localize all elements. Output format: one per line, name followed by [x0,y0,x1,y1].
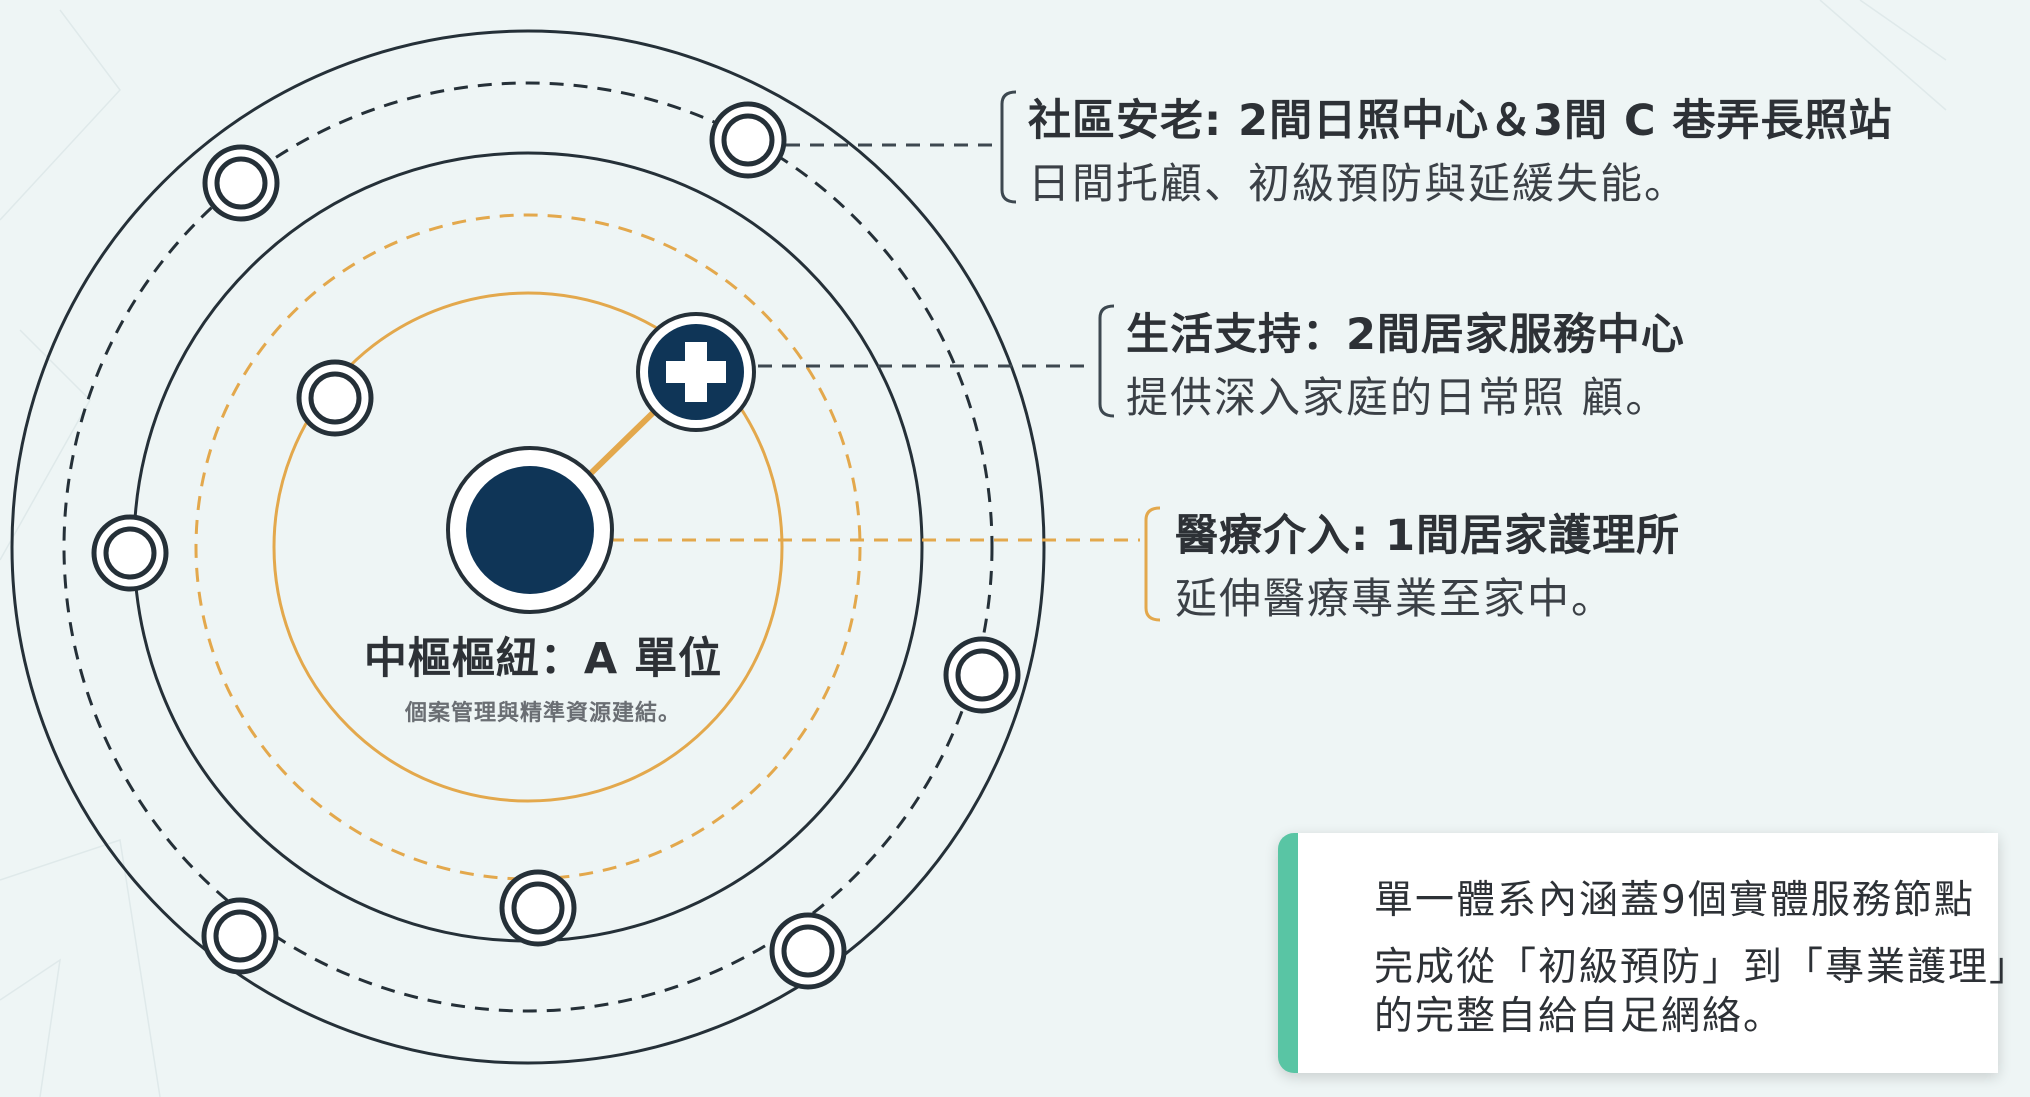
hub-title: 中樞樞紐：A 單位 [363,634,723,684]
life-support-label: 生活支持：2間居家服務中心 提供深入家庭的日常照 顧。 [1126,304,1685,430]
orbit-node[interactable] [769,912,847,990]
orbit-node[interactable] [709,101,787,179]
medical-node[interactable] [636,312,756,432]
background-decoration [0,0,1947,1097]
medical-label: 醫療介入: 1間居家護理所 延伸醫療專業至家中。 [1175,505,1680,631]
community-care-heading: 社區安老: 2間日照中心＆3間 C 巷弄長照站 [1028,96,1893,146]
orbit-nodes [91,101,1021,990]
summary-line-3: 的完整自給自足網絡。 [1374,994,1785,1039]
bracket-community [1000,90,1017,204]
hub-core [466,466,594,594]
orbit-node[interactable] [91,514,169,592]
hub-description: 個案管理與精準資源建結。 [404,701,681,726]
community-care-label: 社區安老: 2間日照中心＆3間 C 巷弄長照站 日間托顧、初級預防與延緩失能。 [1028,90,1893,216]
hub-link [583,403,663,481]
medical-heading: 醫療介入: 1間居家護理所 [1175,511,1681,561]
life-support-description: 提供深入家庭的日常照 顧。 [1126,373,1670,422]
orbit-node[interactable] [296,359,374,437]
plus-icon [666,342,726,402]
bracket-life [1098,304,1115,418]
bracket-medical [1144,506,1161,622]
summary-card: 單一體系內涵蓋9個實體服務節點 完成從「初級預防」到「專業護理」 的完整自給自足… [1278,833,2028,1073]
service-network-diagram [10,29,1161,1065]
orbit-node[interactable] [943,636,1021,714]
gold-ring [272,291,784,803]
summary-line-2: 完成從「初級預防」到「專業護理」 [1374,945,2030,990]
medical-description: 延伸醫療專業至家中。 [1175,574,1616,623]
orbit-node[interactable] [202,144,280,222]
orbit-node[interactable] [201,897,279,975]
gold-dashed-orbit [194,213,862,881]
orbit-node[interactable] [499,869,577,947]
life-support-heading: 生活支持：2間居家服務中心 [1126,310,1685,360]
summary-line-1: 單一體系內涵蓋9個實體服務節點 [1374,878,1975,923]
community-care-description: 日間托顧、初級預防與延緩失能。 [1028,159,1689,208]
outer-dashed-orbit [62,81,994,1013]
outer-ring [10,29,1046,1065]
